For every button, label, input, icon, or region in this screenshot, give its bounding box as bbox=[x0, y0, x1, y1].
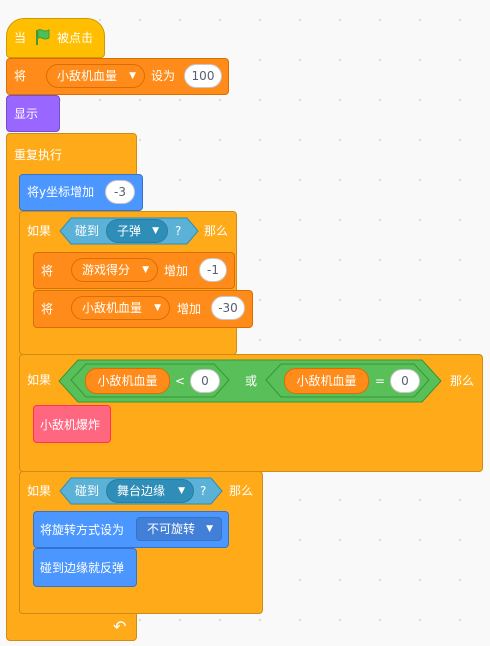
eq-value-input[interactable]: 0 bbox=[390, 369, 420, 393]
question-mark: ? bbox=[175, 224, 182, 238]
touching-edge-dropdown[interactable]: 舞台边缘 ▼ bbox=[106, 479, 194, 503]
score-variable-dropdown[interactable]: 游戏得分 ▼ bbox=[71, 258, 158, 282]
set-to-label: 设为 bbox=[151, 69, 176, 83]
chevron-down-icon: ▼ bbox=[154, 303, 161, 313]
loop-arrow-icon: ↶ bbox=[113, 617, 127, 636]
if-label: 如果 bbox=[27, 484, 52, 498]
hp-reporter[interactable]: 小敌机血量 bbox=[85, 368, 170, 394]
touching-target-dropdown[interactable]: 子弹 ▼ bbox=[106, 219, 168, 243]
if-label: 如果 bbox=[27, 373, 52, 387]
clicked-label: 被点击 bbox=[57, 31, 94, 45]
change-hp-by-label: 增加 bbox=[177, 302, 202, 316]
chevron-down-icon: ▼ bbox=[178, 486, 185, 496]
show-block[interactable] bbox=[6, 95, 60, 132]
green-flag-icon bbox=[33, 28, 51, 46]
when-label: 当 bbox=[14, 31, 27, 45]
variable-dropdown-label: 小敌机血量 bbox=[57, 69, 118, 83]
change-score-value-input[interactable]: -1 bbox=[199, 258, 227, 282]
if-label: 如果 bbox=[27, 224, 52, 238]
change-y-label: 将y坐标增加 bbox=[27, 185, 95, 199]
lt-value-input[interactable]: 0 bbox=[190, 369, 220, 393]
hp-variable-label: 小敌机血量 bbox=[82, 301, 143, 315]
bounce-on-edge-block[interactable] bbox=[33, 548, 137, 587]
set-rotation-label: 将旋转方式设为 bbox=[40, 523, 125, 537]
touching-label: 碰到 bbox=[75, 484, 100, 498]
touching-target-label: 子弹 bbox=[117, 224, 142, 238]
equals-sign: = bbox=[375, 374, 386, 388]
then-label: 那么 bbox=[229, 484, 254, 498]
change-hp-set-label: 将 bbox=[41, 302, 54, 316]
hp-reporter[interactable]: 小敌机血量 bbox=[284, 368, 369, 394]
forever-label: 重复执行 bbox=[14, 148, 63, 162]
chevron-down-icon: ▼ bbox=[206, 524, 213, 534]
chevron-down-icon: ▼ bbox=[129, 71, 136, 81]
variable-dropdown[interactable]: 小敌机血量 ▼ bbox=[46, 64, 145, 88]
or-label: 或 bbox=[245, 374, 258, 388]
when-flag-clicked-block[interactable] bbox=[6, 18, 105, 58]
score-variable-label: 游戏得分 bbox=[82, 263, 131, 277]
set-label: 将 bbox=[14, 69, 27, 83]
chevron-down-icon: ▼ bbox=[142, 265, 149, 275]
bounce-label: 碰到边缘就反弹 bbox=[40, 561, 125, 575]
touching-edge-target-label: 舞台边缘 bbox=[117, 484, 166, 498]
change-score-by-label: 增加 bbox=[164, 264, 189, 278]
change-y-value-input[interactable]: -3 bbox=[105, 180, 135, 204]
enemy-explode-block[interactable] bbox=[33, 405, 111, 443]
chevron-down-icon: ▼ bbox=[152, 226, 159, 236]
show-label: 显示 bbox=[14, 107, 39, 121]
then-label: 那么 bbox=[450, 374, 475, 388]
question-mark: ? bbox=[200, 484, 207, 498]
rotation-style-dropdown[interactable]: 不可旋转 ▼ bbox=[136, 517, 222, 541]
change-hp-value-input[interactable]: -30 bbox=[211, 296, 245, 320]
set-value-input[interactable]: 100 bbox=[184, 64, 222, 88]
hp-variable-dropdown[interactable]: 小敌机血量 ▼ bbox=[71, 296, 170, 320]
less-than-sign: < bbox=[175, 374, 186, 388]
then-label: 那么 bbox=[204, 224, 229, 238]
change-score-set-label: 将 bbox=[41, 264, 54, 278]
enemy-explode-label: 小敌机爆炸 bbox=[40, 418, 101, 432]
touching-label: 碰到 bbox=[75, 224, 100, 238]
rotation-style-label: 不可旋转 bbox=[147, 522, 196, 536]
